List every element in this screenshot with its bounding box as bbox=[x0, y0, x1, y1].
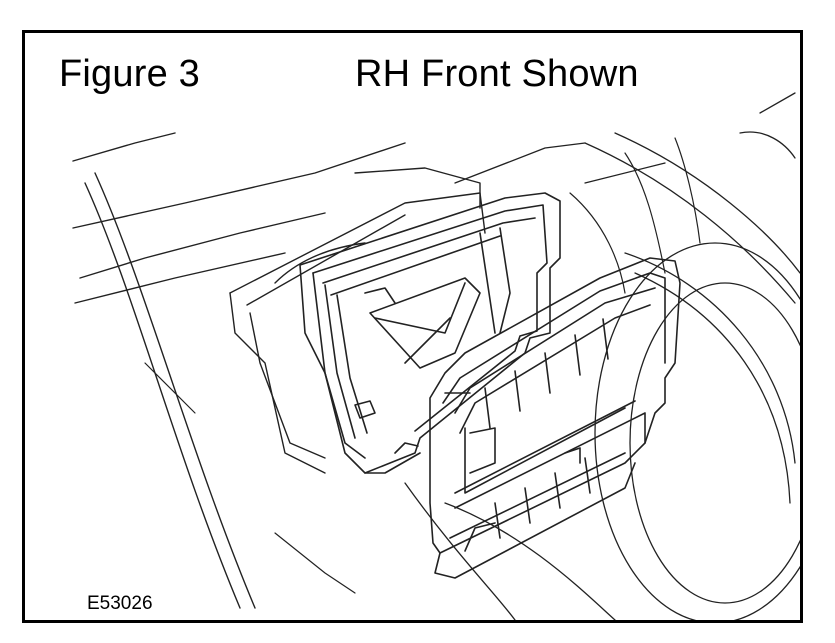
figure-frame: Figure 3 RH Front Shown E53026 bbox=[22, 30, 803, 623]
rear-vent-frame bbox=[299, 192, 561, 474]
body-panel-lines bbox=[72, 132, 481, 609]
figure-number-label: Figure 3 bbox=[59, 53, 201, 95]
figure-caption: RH Front Shown bbox=[355, 53, 639, 95]
wheel-arch bbox=[404, 92, 800, 620]
body-contour-lines bbox=[144, 137, 701, 594]
vent-assembly-illustration bbox=[72, 92, 800, 620]
front-vent-frame bbox=[429, 257, 681, 579]
panel-recess bbox=[229, 192, 486, 474]
drawing-reference-code: E53026 bbox=[87, 593, 153, 614]
